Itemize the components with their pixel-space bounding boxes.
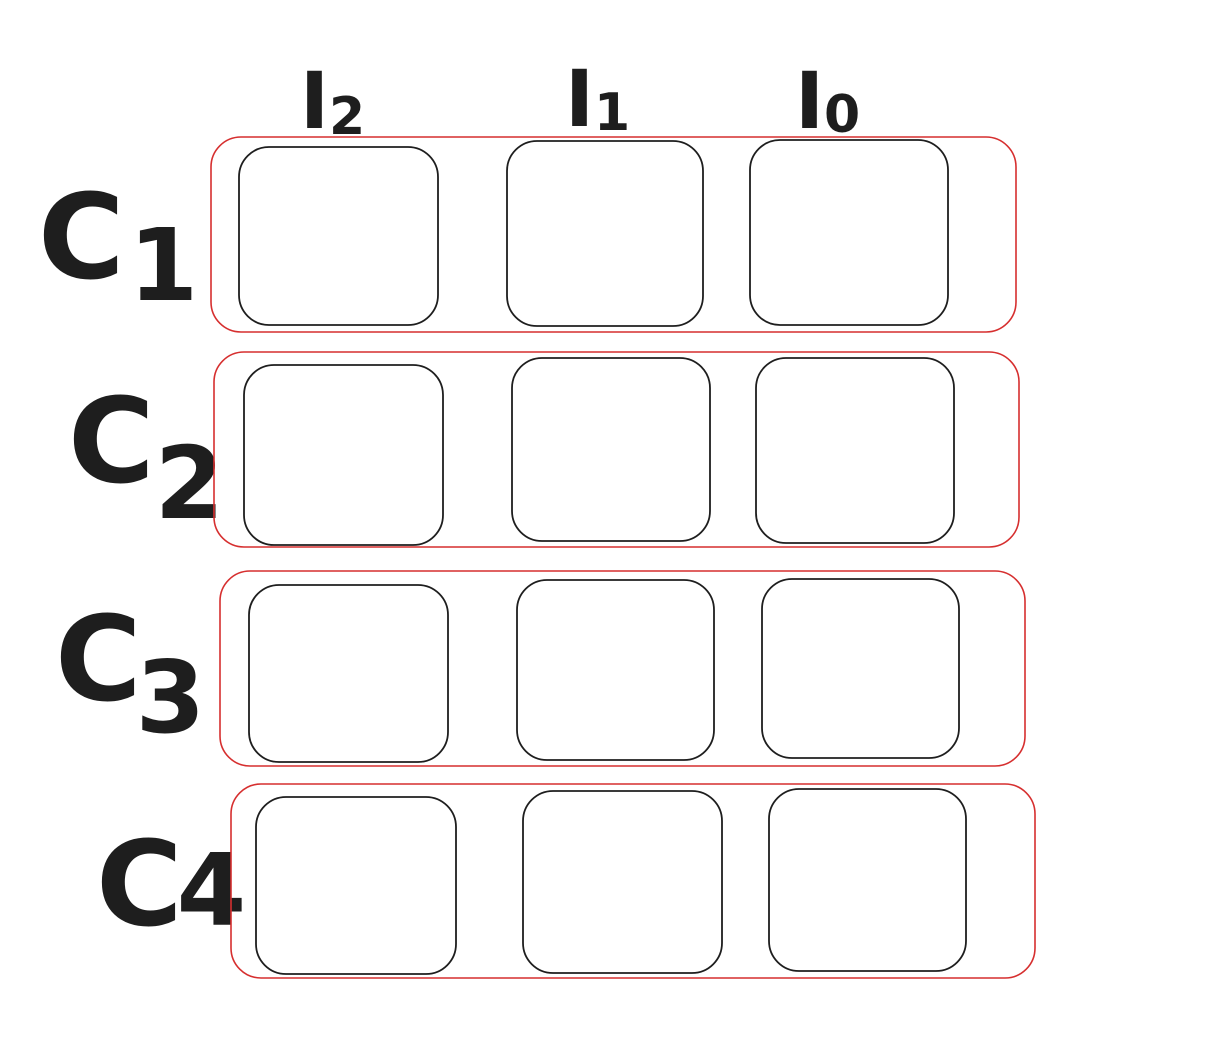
row-label-c4: C4	[96, 815, 246, 953]
cell-c1-i0	[749, 139, 949, 326]
cell-c4-i1	[522, 790, 723, 974]
row-box-c3	[219, 570, 1026, 767]
row-box-c2	[213, 351, 1020, 548]
cell-c3-i0	[761, 578, 960, 759]
row-containers	[210, 136, 1036, 979]
row-label-c2: C2	[68, 372, 224, 542]
cell-c2-i1	[511, 357, 711, 542]
row-label-c3: C3	[55, 590, 205, 756]
cell-c1-i2	[238, 146, 439, 326]
column-headers: I2 I1 I0	[300, 55, 860, 147]
column-label-i1: I1	[565, 55, 630, 145]
column-label-i2: I2	[300, 57, 365, 147]
cell-c4-i0	[768, 788, 967, 972]
column-label-i0: I0	[795, 57, 860, 147]
row-box-c4	[230, 783, 1036, 979]
cell-c4-i2	[255, 796, 457, 975]
cell-c2-i2	[243, 364, 444, 546]
row-labels: C1 C2 C3 C4	[38, 168, 246, 953]
cell-c1-i1	[506, 140, 704, 327]
cell-c3-i2	[248, 584, 449, 763]
cell-c3-i1	[516, 579, 715, 761]
cells	[238, 139, 967, 975]
cell-c2-i0	[755, 357, 955, 544]
row-box-c1	[210, 136, 1017, 333]
row-label-c1: C1	[38, 168, 198, 324]
